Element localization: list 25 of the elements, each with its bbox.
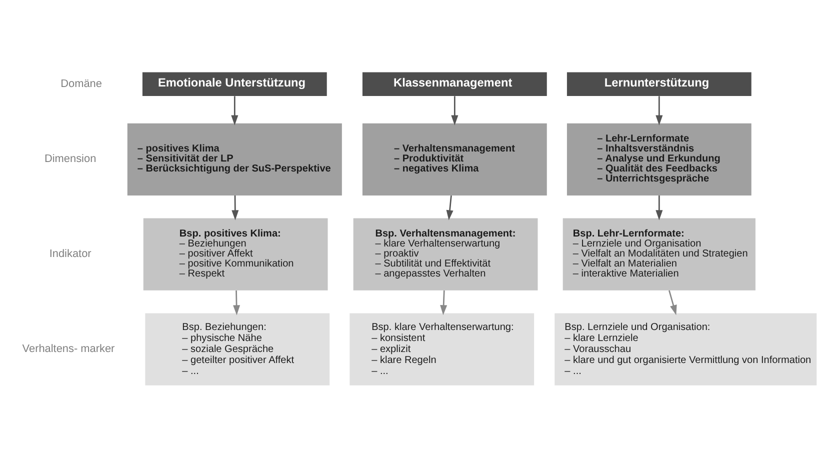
arrow bbox=[451, 96, 458, 126]
label: Indikator bbox=[49, 248, 92, 260]
arrow bbox=[656, 96, 663, 126]
node-box: Emotionale Unterstützung bbox=[142, 72, 327, 96]
arrow bbox=[668, 290, 677, 316]
node-box: Bsp. Lernziele und Organisation: – klare Lernziele – Vorausschau – klare und gut organisierte Vermittlung von Information – ... bbox=[554, 313, 817, 386]
node-box: Bsp. Lehr-Lernformate: – Lernziele und Organisation – Vielfalt an Modalitäten und Strategien – Vielfalt an Materialien – interaktive Materialien bbox=[562, 218, 756, 290]
label: Verhaltens- marker bbox=[22, 343, 115, 356]
arrow bbox=[232, 196, 239, 220]
node-box: – Lehr-Lernformate – Inhaltsverständnis – Analyse und Erkundung – Qualität des Feedbacks – Unterrichtsgespräche bbox=[566, 123, 752, 196]
node-box: – Verhaltensmanagement – Produktivität – negatives Klima bbox=[362, 123, 547, 196]
node-box: Lernunterstützung bbox=[566, 72, 752, 96]
label: Dimension bbox=[44, 153, 96, 166]
node-box: Bsp. Beziehungen: – physische Nähe – soziale Gespräche – geteilter positiver Affekt – ... bbox=[145, 313, 330, 386]
node-box: Bsp. Verhaltensmanagement: – klare Verhaltenserwartung – proaktiv – Subtilität und Effektivität – angepasstes Verhalten bbox=[353, 218, 538, 290]
label: Domäne bbox=[60, 78, 102, 90]
arrow bbox=[233, 290, 240, 316]
arrow bbox=[231, 96, 238, 126]
node-box: – positives Klima – Sensitivität der LP – Berücksichtigung der SuS-Perspektive bbox=[127, 123, 342, 196]
node-box: Bsp. positives Klima: – Beziehungen – positiver Affekt – positive Kommunikation – Respekt bbox=[143, 218, 328, 290]
node-box: Bsp. klare Verhaltenserwartung: – konsistent – explizit – klare Regeln – ... bbox=[350, 313, 534, 386]
arrow bbox=[656, 196, 663, 220]
arrow bbox=[446, 195, 454, 220]
arrow bbox=[440, 290, 448, 316]
node-box: Klassenmanagement bbox=[362, 72, 547, 96]
